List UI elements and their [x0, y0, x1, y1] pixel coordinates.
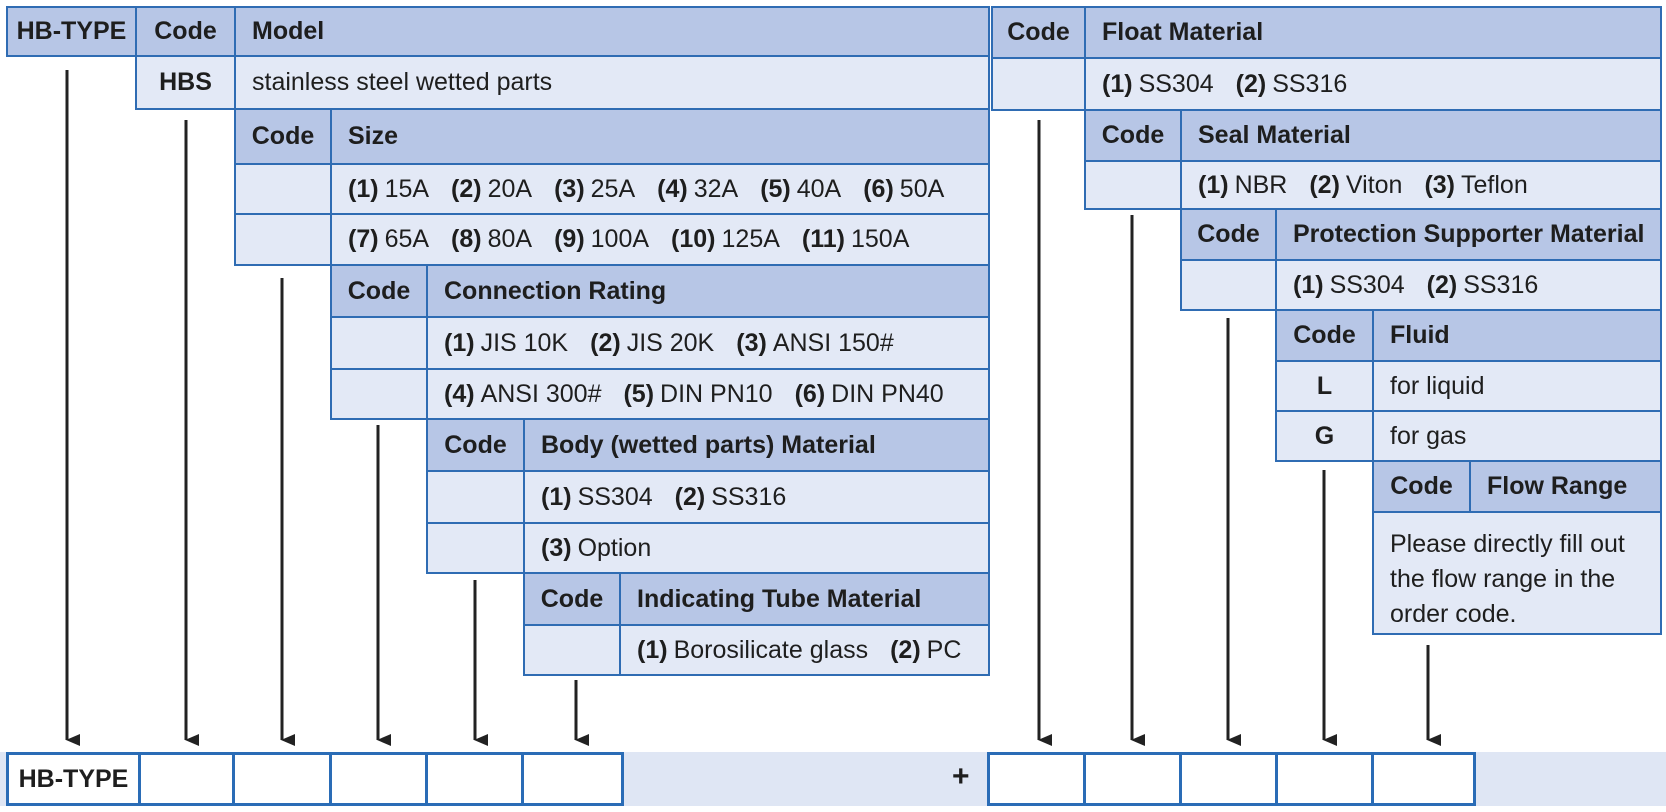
- order-code-connection-box[interactable]: [329, 752, 428, 806]
- body-header: Body (wetted parts) Material: [523, 418, 990, 472]
- fluid-code-header: Code: [1275, 309, 1374, 362]
- size-code-2: [234, 213, 332, 266]
- size-code-header: Code: [234, 108, 332, 165]
- size-options-row-2: (7)65A (8)80A (9)100A (10)125A (11)150A: [330, 213, 990, 266]
- seal-code-1: [1084, 160, 1182, 210]
- body-options-row-1: (1)SS304 (2)SS316: [523, 470, 990, 524]
- body-code-2: [426, 522, 525, 574]
- tube-code-header: Code: [523, 572, 621, 626]
- seal-header: Seal Material: [1180, 109, 1662, 162]
- tube-code-1: [523, 624, 621, 676]
- model-header: Model: [234, 6, 990, 57]
- flow-header: Flow Range: [1469, 460, 1662, 513]
- protection-code-header: Code: [1180, 208, 1277, 261]
- order-code-fluid-box[interactable]: [1275, 752, 1374, 806]
- order-code-float-box[interactable]: [987, 752, 1086, 806]
- order-code-hbtype: HB-TYPE: [6, 752, 141, 806]
- flow-description: Please directly fill out the flow range …: [1372, 511, 1662, 635]
- connection-options-row-1: (1)JIS 10K (2)JIS 20K (3)ANSI 150#: [426, 316, 990, 370]
- tube-options-row-1: (1)Borosilicate glass (2)PC: [619, 624, 990, 676]
- size-options-row-1: (1)15A (2)20A (3)25A (4)32A (5)40A (6)50…: [330, 163, 990, 215]
- model-code: HBS: [135, 55, 236, 110]
- connection-code-header: Code: [330, 264, 428, 318]
- fluid-code-gas: G: [1275, 410, 1374, 462]
- order-code-model-box[interactable]: [138, 752, 235, 806]
- fluid-liquid: for liquid: [1372, 360, 1662, 412]
- connection-code-1: [330, 316, 428, 370]
- fluid-header: Fluid: [1372, 309, 1662, 362]
- body-code-header: Code: [426, 418, 525, 472]
- flow-code-header: Code: [1372, 460, 1471, 513]
- model-code-header: Code: [135, 6, 236, 57]
- fluid-code-liquid: L: [1275, 360, 1374, 412]
- connection-header: Connection Rating: [426, 264, 990, 318]
- float-options-row-1: (1)SS304 (2)SS316: [1084, 57, 1662, 111]
- model-description: stainless steel wetted parts: [234, 55, 990, 110]
- seal-options-row-1: (1)NBR (2)Viton (3)Teflon: [1180, 160, 1662, 210]
- order-code-seal-box[interactable]: [1083, 752, 1182, 806]
- seal-code-header: Code: [1084, 109, 1182, 162]
- plus-sign: +: [952, 760, 970, 793]
- protection-options-row-1: (1)SS304 (2)SS316: [1275, 259, 1662, 311]
- tube-header: Indicating Tube Material: [619, 572, 990, 626]
- body-code-1: [426, 470, 525, 524]
- protection-code-1: [1180, 259, 1277, 311]
- connection-code-2: [330, 368, 428, 420]
- order-code-body-box[interactable]: [425, 752, 524, 806]
- protection-header: Protection Supporter Material: [1275, 208, 1662, 261]
- order-code-size-box[interactable]: [232, 752, 332, 806]
- float-code-1: [991, 57, 1086, 111]
- connection-options-row-2: (4)ANSI 300# (5)DIN PN10 (6)DIN PN40: [426, 368, 990, 420]
- fluid-gas: for gas: [1372, 410, 1662, 462]
- float-code-header: Code: [991, 6, 1086, 59]
- body-options-row-2: (3)Option: [523, 522, 990, 574]
- size-code-1: [234, 163, 332, 215]
- order-code-protection-box[interactable]: [1179, 752, 1278, 806]
- order-code-flow-box[interactable]: [1371, 752, 1476, 806]
- order-code-tube-box[interactable]: [521, 752, 624, 806]
- hbtype-header: HB-TYPE: [6, 6, 137, 57]
- size-header: Size: [330, 108, 990, 165]
- float-header: Float Material: [1084, 6, 1662, 59]
